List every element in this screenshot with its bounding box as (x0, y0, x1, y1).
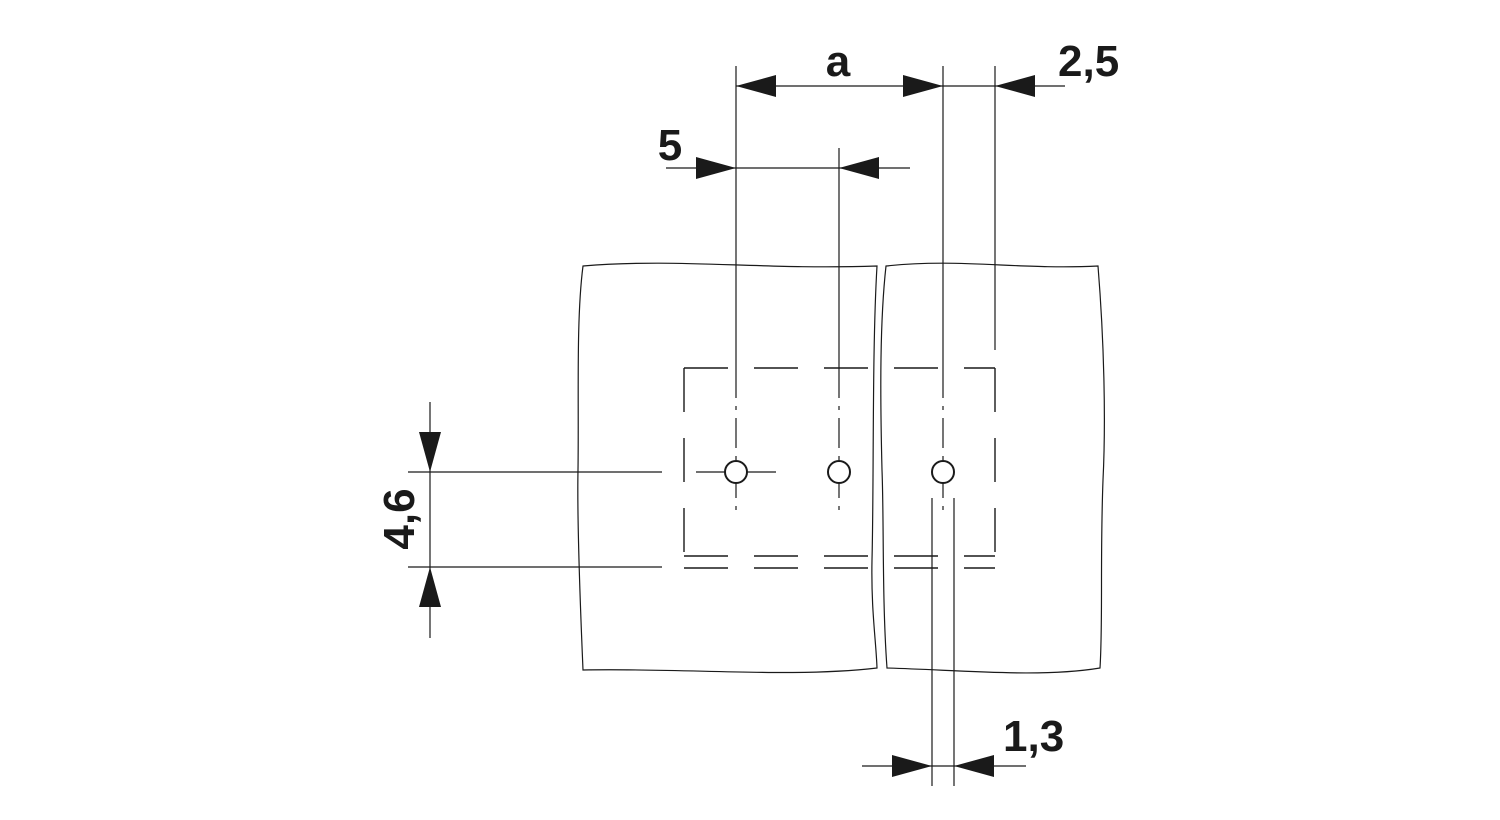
left-board-outline (577, 262, 878, 674)
right-board-outline (880, 262, 1105, 674)
dimension-width-label: 1,3 (1003, 712, 1064, 761)
dimension-offset: 2,5 (995, 37, 1119, 97)
dimension-pitch-label: 5 (658, 121, 682, 170)
dimension-height: 4,6 (375, 402, 662, 638)
dimension-height-label: 4,6 (375, 488, 424, 549)
pin-center-lines (696, 368, 944, 515)
dimension-offset-label: 2,5 (1058, 37, 1119, 86)
dimension-pitch: 5 (658, 121, 910, 179)
dimension-a-label: a (826, 37, 851, 86)
extension-lines-top (735, 66, 996, 368)
pin-hole-1 (724, 460, 748, 484)
pin-hole-2 (827, 460, 851, 484)
pin-hole-3 (931, 460, 955, 484)
dimension-width: 1,3 (862, 498, 1064, 786)
